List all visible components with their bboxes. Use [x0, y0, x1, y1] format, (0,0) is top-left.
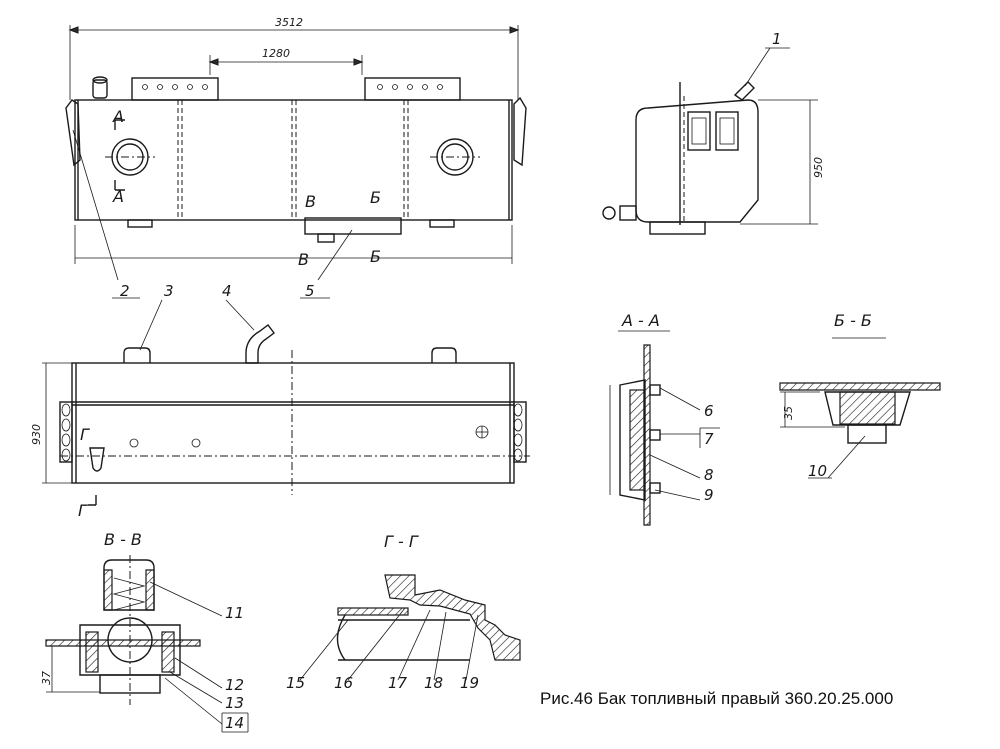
section-b-b: Б - Б 35 10 [779, 311, 941, 480]
callout-11: 11 [225, 604, 244, 622]
dim-height-plan: 930 [30, 424, 43, 445]
cut-mark-v-bottom: В [298, 250, 309, 269]
section-aa-title: А - А [621, 311, 660, 330]
cut-mark-v-top: В [305, 192, 316, 211]
callout-17: 17 [388, 674, 408, 692]
cut-mark-g-bottom: Г [78, 501, 88, 520]
section-vv-title: В - В [104, 530, 142, 549]
dim-between-mounts: 1280 [262, 47, 290, 60]
callout-3: 3 [164, 282, 174, 300]
section-gg-title: Г - Г [384, 532, 419, 551]
callout-6: 6 [704, 402, 714, 420]
figure-caption: Рис.46 Бак топливный правый 360.20.25.00… [540, 689, 894, 708]
front-view: 3512 1280 [65, 16, 527, 300]
callout-2: 2 [120, 282, 130, 300]
cut-mark-b-bottom: Б [370, 247, 381, 266]
callout-15: 15 [286, 674, 305, 692]
callout-19: 19 [460, 674, 479, 692]
dim-height-side: 950 [812, 157, 825, 178]
callout-16: 16 [334, 674, 353, 692]
callout-7: 7 [704, 430, 714, 448]
callout-18: 18 [424, 674, 443, 692]
cut-mark-g-top: Г [80, 425, 90, 444]
section-g-g: Г - Г 15 16 17 18 19 [286, 532, 521, 692]
dim-overall-length: 3512 [275, 16, 303, 29]
cut-mark-a-top: А [112, 107, 124, 126]
callout-13: 13 [225, 694, 244, 712]
cut-mark-a-bottom: А [112, 187, 124, 206]
section-bb-title: Б - Б [834, 311, 872, 330]
callout-14: 14 [225, 714, 244, 732]
dim-section-vv: 37 [40, 671, 53, 685]
cut-mark-b-top: Б [370, 188, 381, 207]
callout-8: 8 [704, 466, 714, 484]
callout-9: 9 [704, 486, 714, 504]
callout-12: 12 [225, 676, 244, 694]
section-v-v: В - В 37 11 12 13 14 [40, 530, 249, 733]
callout-4: 4 [222, 282, 232, 300]
side-view: 950 1 [602, 30, 825, 235]
callout-1: 1 [772, 30, 782, 48]
dim-section-bb: 35 [782, 406, 795, 420]
section-a-a: А - А 6 7 8 9 [609, 311, 720, 526]
callout-5: 5 [305, 282, 315, 300]
callout-10: 10 [808, 462, 827, 480]
plan-view: 930 Г Г 3 4 [30, 282, 530, 520]
